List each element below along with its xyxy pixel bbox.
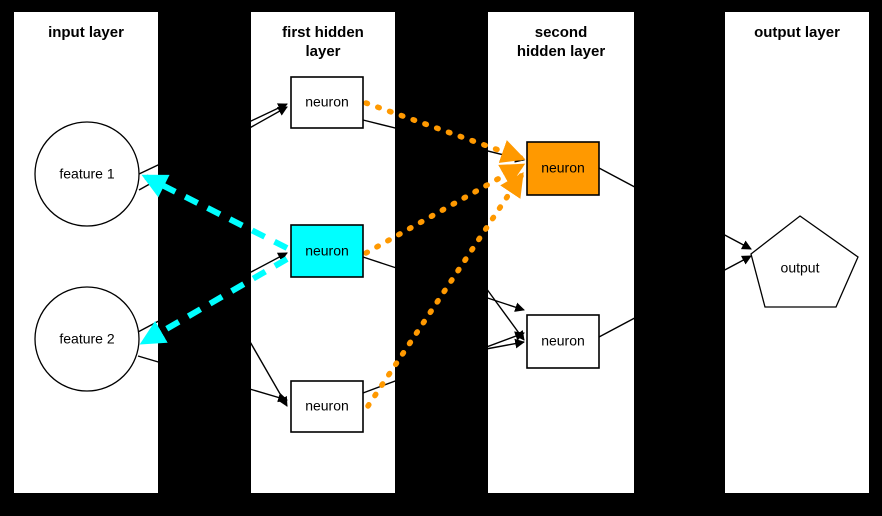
panel-second-hidden-layer (488, 12, 634, 493)
layer-title-first-hidden-line2: layer (305, 43, 340, 60)
h2-top-label: neuron (541, 160, 585, 176)
edges-input-to-first-hidden (137, 103, 288, 407)
layer-title-output: output layer (754, 24, 840, 41)
layer-title-input: input layer (48, 24, 124, 41)
h1-bottom-label: neuron (305, 398, 349, 414)
layer-title-second-hidden-line1: second (535, 24, 588, 41)
edge-h2top-to-output (598, 167, 752, 250)
edge-extra-to-h1bottom (248, 339, 288, 407)
node-feature-1[interactable]: feature 1 (34, 121, 140, 227)
feature-1-label: feature 1 (59, 166, 114, 182)
h1-bottom-box[interactable] (290, 380, 364, 433)
node-h1-bottom[interactable]: neuron (290, 380, 364, 433)
h1-mid-box[interactable] (290, 224, 364, 278)
h1-top-label: neuron (305, 94, 349, 110)
edge-cyan-h1mid-to-feature1 (141, 174, 289, 251)
node-feature-2[interactable]: feature 2 (34, 286, 140, 392)
edge-cyan-h1mid-to-feature2 (139, 256, 289, 345)
edge-orange-h1mid-to-h2top (363, 163, 526, 256)
feature-1-circle[interactable] (34, 121, 140, 227)
edge-orange-h1bottom-to-h2top (365, 171, 524, 409)
h1-top-box[interactable] (290, 76, 364, 129)
output-pentagon[interactable] (750, 215, 859, 308)
layer-title-first-hidden-line1: first hidden (282, 24, 364, 41)
edge-mid-to-h2bottom-b (485, 287, 525, 341)
node-h1-top[interactable]: neuron (290, 76, 364, 129)
node-output[interactable]: output (750, 215, 859, 308)
edges-orange-highlight (363, 100, 526, 409)
node-h1-mid[interactable]: neuron (290, 224, 364, 278)
edges-first-hidden-to-second-hidden (362, 119, 525, 394)
node-h2-bottom[interactable]: neuron (526, 314, 600, 369)
edge-h1mid-to-h2bottom (362, 256, 525, 312)
h2-bottom-label: neuron (541, 333, 585, 349)
edge-feature1-to-h1top (138, 103, 288, 175)
h2-bottom-box[interactable] (526, 314, 600, 369)
feature-2-label: feature 2 (59, 331, 114, 347)
edge-feature2-to-h1bottom (137, 355, 288, 403)
edge-h1top-to-h2top (362, 119, 525, 163)
edge-feature1-to-h1mid (137, 252, 288, 333)
edge-h1bottom-to-h2bottom (362, 331, 525, 394)
feature-2-circle[interactable] (34, 286, 140, 392)
node-h2-top[interactable]: neuron (526, 141, 600, 196)
edges-second-hidden-to-output (598, 167, 752, 338)
edge-orange-h1top-to-h2top (363, 100, 526, 163)
panel-input-layer (14, 12, 158, 493)
h2-top-box[interactable] (526, 141, 600, 196)
h1-mid-label: neuron (305, 243, 349, 259)
layer-title-second-hidden-line2: hidden layer (517, 43, 606, 60)
output-label: output (781, 260, 820, 276)
edge-h2bottom-to-output (598, 255, 752, 338)
edges-cyan-highlight (139, 174, 289, 345)
edge-mid-to-h2bottom-c (485, 338, 525, 350)
